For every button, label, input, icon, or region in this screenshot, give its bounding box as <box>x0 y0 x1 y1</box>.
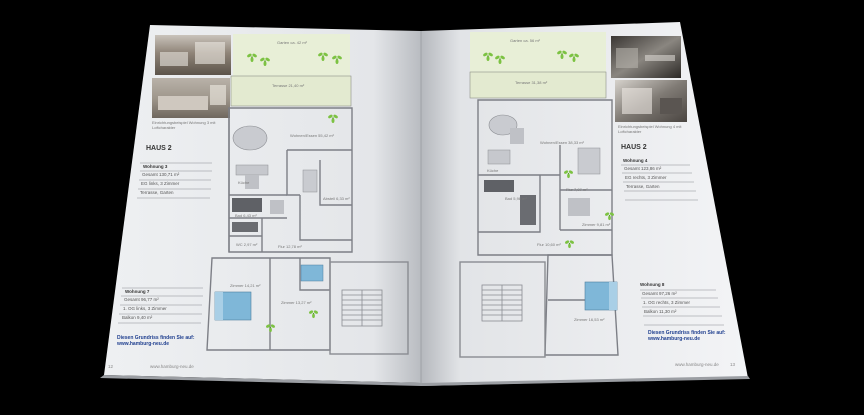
right-room-label: Flur 10,60 m² <box>537 242 561 247</box>
right-unit-top-row-3: Terrasse, Garten <box>626 184 660 189</box>
left-unit-bottom-row-1: Gesamt 96,77 m² <box>124 297 159 302</box>
left-unit-top-row-2: EG links, 3 Zimmer <box>141 181 180 186</box>
left-floorplan-eg <box>228 107 353 253</box>
left-unit-top-title: Wohnung 3 <box>143 164 168 169</box>
left-website-link[interactable]: Diesen Grundriss finden Sie auf: www.ham… <box>117 335 195 347</box>
left-room-label: Flur 12,78 m² <box>278 244 302 249</box>
left-room-label: Zimmer 13,27 m² <box>281 300 312 305</box>
right-room-label: Zimmer 9,81 m² <box>582 222 611 227</box>
left-staircase <box>329 261 409 355</box>
right-haus-title: HAUS 2 <box>621 144 647 151</box>
left-room-label: Küche <box>238 180 250 185</box>
right-room-label: Wohnen/Essen 38,33 m² <box>540 140 584 145</box>
left-room-label: Terrasse 21,40 m² <box>272 83 305 88</box>
right-unit-top-row-2: EG rechts, 3 Zimmer <box>625 175 667 180</box>
left-footer-url: www.hamburg-neu.de <box>150 364 194 369</box>
right-unit-bottom-row-3: Balkon 11,30 m² <box>644 309 677 314</box>
right-room-label: Zimmer 16,53 m² <box>574 317 605 322</box>
left-dining-table <box>232 125 268 151</box>
left-page <box>100 25 421 386</box>
left-terrace <box>230 75 352 107</box>
right-website-link[interactable]: Diesen Grundriss finden Sie auf: www.ham… <box>648 330 726 342</box>
left-unit-bottom-row-3: Balkon 9,40 m² <box>122 315 153 320</box>
left-page-number: 12 <box>108 364 114 369</box>
left-unit-bottom-title: Wohnung 7 <box>125 289 150 294</box>
right-unit-top-row-1: Gesamt 123,86 m² <box>624 166 662 171</box>
right-room-label: Terrasse 31,38 m² <box>515 80 548 85</box>
left-unit-top-row-3: Terrasse, Garten <box>140 190 174 195</box>
left-unit-top-row-1: Gesamt 130,71 m² <box>142 172 180 177</box>
right-room-label: Flur 7,07 m² <box>566 187 588 192</box>
right-staircase <box>459 261 546 358</box>
right-footer-url: www.hamburg-neu.de <box>675 362 719 367</box>
left-unit-bottom-row-2: 1. OG links, 3 Zimmer <box>123 306 167 311</box>
right-room-label: Garten ca. 56 m² <box>510 38 541 43</box>
right-page <box>421 22 750 386</box>
left-photo-caption: Einrichtungsbeispiel Wohnung 3 mit Loftc… <box>152 120 216 130</box>
left-room-label: WC 2,97 m² <box>236 242 258 247</box>
left-haus-title: HAUS 2 <box>146 145 172 152</box>
right-room-label: Bad 5,98 m² <box>505 196 527 201</box>
left-room-label: Garten ca. 42 m² <box>277 40 308 45</box>
right-photo-caption: Einrichtungsbeispiel Wohnung 4 mit Loftc… <box>618 124 682 134</box>
left-room-label: Wohnen/Essen 55,42 m² <box>290 133 334 138</box>
left-room-label: Zimmer 14,21 m² <box>230 283 261 288</box>
left-room-label: Abstell 6,33 m² <box>323 196 350 201</box>
right-garden <box>470 32 606 72</box>
right-page-number: 13 <box>730 362 736 367</box>
right-unit-bottom-title: Wohnung 8 <box>640 282 665 287</box>
right-unit-bottom-row-1: Gesamt 97,26 m² <box>642 291 677 296</box>
right-unit-top-title: Wohnung 4 <box>623 158 648 163</box>
left-room-label: Bad 6,43 m² <box>235 213 257 218</box>
right-unit-bottom-row-2: 1. OG rechts, 3 Zimmer <box>643 300 691 305</box>
right-terrace <box>469 71 607 99</box>
right-room-label: Küche <box>487 168 499 173</box>
